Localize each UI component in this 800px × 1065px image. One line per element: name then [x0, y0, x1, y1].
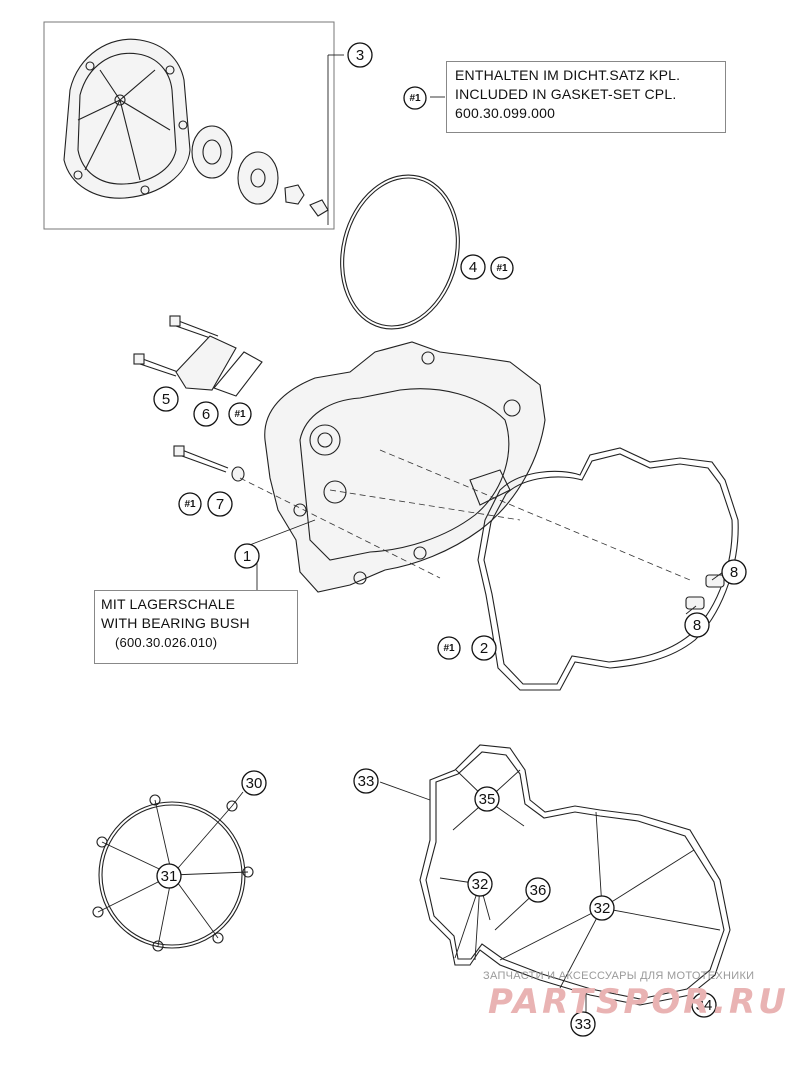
svg-text:30: 30 — [246, 775, 263, 792]
svg-text:33: 33 — [575, 1016, 592, 1033]
callout-c8b: 8 — [684, 612, 710, 638]
callout-c32b: 32 — [589, 895, 615, 921]
gasket-set-marker-2: #1 — [490, 256, 514, 280]
svg-text:6: 6 — [202, 406, 210, 423]
svg-text:2: 2 — [480, 640, 488, 657]
svg-text:1: 1 — [243, 548, 251, 565]
callout-c3: 3 — [347, 42, 373, 68]
gasket-set-line1: ENTHALTEN IM DICHT.SATZ KPL. — [455, 67, 681, 83]
svg-text:#1: #1 — [443, 643, 455, 654]
callout-c6: 6 — [193, 401, 219, 427]
bearing-note: MIT LAGERSCHALE WITH BEARING BUSH (600.3… — [94, 590, 298, 664]
callout-c33b: 33 — [570, 1011, 596, 1037]
bearing-line1: MIT LAGERSCHALE — [101, 596, 236, 612]
gasket-set-line2: INCLUDED IN GASKET-SET CPL. — [455, 86, 677, 102]
assembly-3-frame — [43, 21, 335, 230]
callout-c8a: 8 — [721, 559, 747, 585]
gasket-set-marker-5: #1 — [437, 636, 461, 660]
bolt-7 — [173, 445, 245, 482]
svg-text:#1: #1 — [184, 499, 196, 510]
bearing-line2: WITH BEARING BUSH — [101, 615, 250, 631]
dowel-sleeves-8 — [685, 574, 725, 610]
svg-text:32: 32 — [594, 900, 611, 917]
callout-c36: 36 — [525, 877, 551, 903]
o-ring-4 — [340, 174, 460, 330]
svg-text:34: 34 — [696, 997, 713, 1014]
svg-text:33: 33 — [358, 773, 375, 790]
gasket-set-note: ENTHALTEN IM DICHT.SATZ KPL. INCLUDED IN… — [446, 61, 726, 133]
bearing-line3: (600.30.026.010) — [115, 635, 218, 650]
svg-text:5: 5 — [162, 391, 170, 408]
svg-text:#1: #1 — [234, 409, 246, 420]
svg-text:35: 35 — [479, 791, 496, 808]
ignition-cover-1 — [264, 341, 546, 593]
water-pump-cover-6 — [175, 335, 263, 397]
callout-c31: 31 — [156, 863, 182, 889]
callout-c34: 34 — [691, 992, 717, 1018]
clutch-cover-gasket-30 — [92, 794, 254, 952]
svg-text:#1: #1 — [409, 93, 421, 104]
gasket-set-marker-1: #1 — [403, 86, 427, 110]
watermark-caption: ЗАПЧАСТИ И АКСЕССУАРЫ ДЛЯ МОТОТЕХНИКИ — [483, 970, 755, 982]
callout-c2: 2 — [471, 635, 497, 661]
svg-text:#1: #1 — [496, 263, 508, 274]
svg-text:7: 7 — [216, 496, 224, 513]
callout-c5: 5 — [153, 386, 179, 412]
callout-c1: 1 — [234, 543, 260, 569]
clutch-cover-assembly — [63, 38, 329, 217]
cover-gasket-2 — [477, 447, 739, 691]
callout-c35: 35 — [474, 786, 500, 812]
svg-text:8: 8 — [693, 617, 701, 634]
watermark-brand: PARTSPOR.RU — [488, 982, 789, 1022]
svg-text:31: 31 — [161, 868, 178, 885]
svg-text:36: 36 — [530, 882, 547, 899]
callout-c32a: 32 — [467, 871, 493, 897]
gasket-set-line3: 600.30.099.000 — [455, 105, 556, 121]
gasket-set-marker-4: #1 — [178, 492, 202, 516]
svg-text:3: 3 — [356, 47, 364, 64]
generator-cover-gasket-32 — [419, 744, 731, 1006]
svg-text:32: 32 — [472, 876, 489, 893]
leader-lines — [97, 54, 724, 1018]
callout-c30: 30 — [241, 770, 267, 796]
svg-text:4: 4 — [469, 259, 477, 276]
callout-c33a: 33 — [353, 768, 379, 794]
svg-text:8: 8 — [730, 564, 738, 581]
gasket-set-marker-3: #1 — [228, 402, 252, 426]
callout-c4: 4 — [460, 254, 486, 280]
callout-c7: 7 — [207, 491, 233, 517]
